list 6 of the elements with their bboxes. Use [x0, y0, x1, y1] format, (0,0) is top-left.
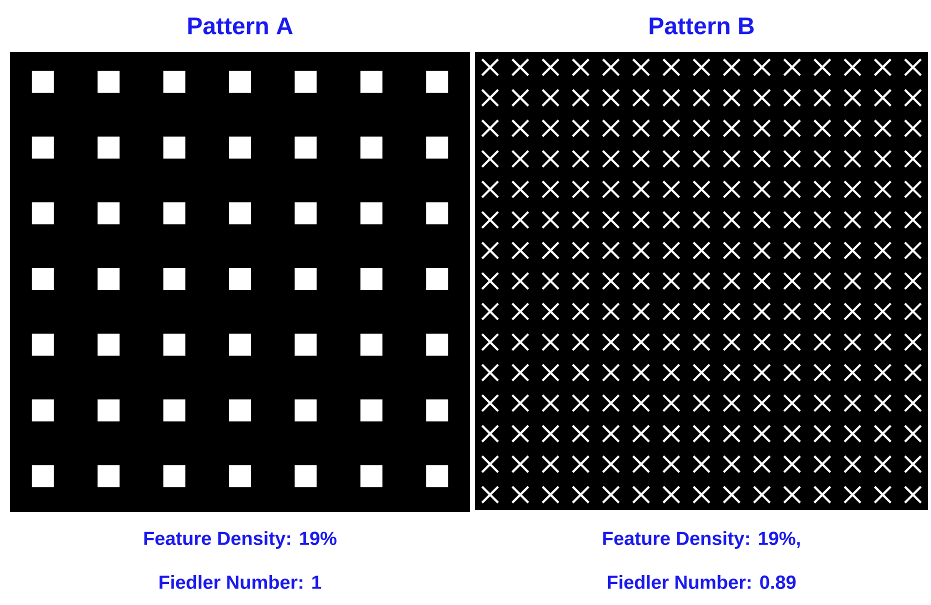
panel-label: Feature Density: 19% [144, 531, 336, 549]
panel-title: Pattern B [650, 18, 754, 34]
panel-label: Feature Density: 19%, [603, 531, 800, 549]
panel-title: Pattern A [188, 18, 293, 34]
panel-label: Fiedler Number: 0.89 [608, 575, 796, 589]
panel-label: Fiedler Number: 1 [160, 575, 322, 589]
